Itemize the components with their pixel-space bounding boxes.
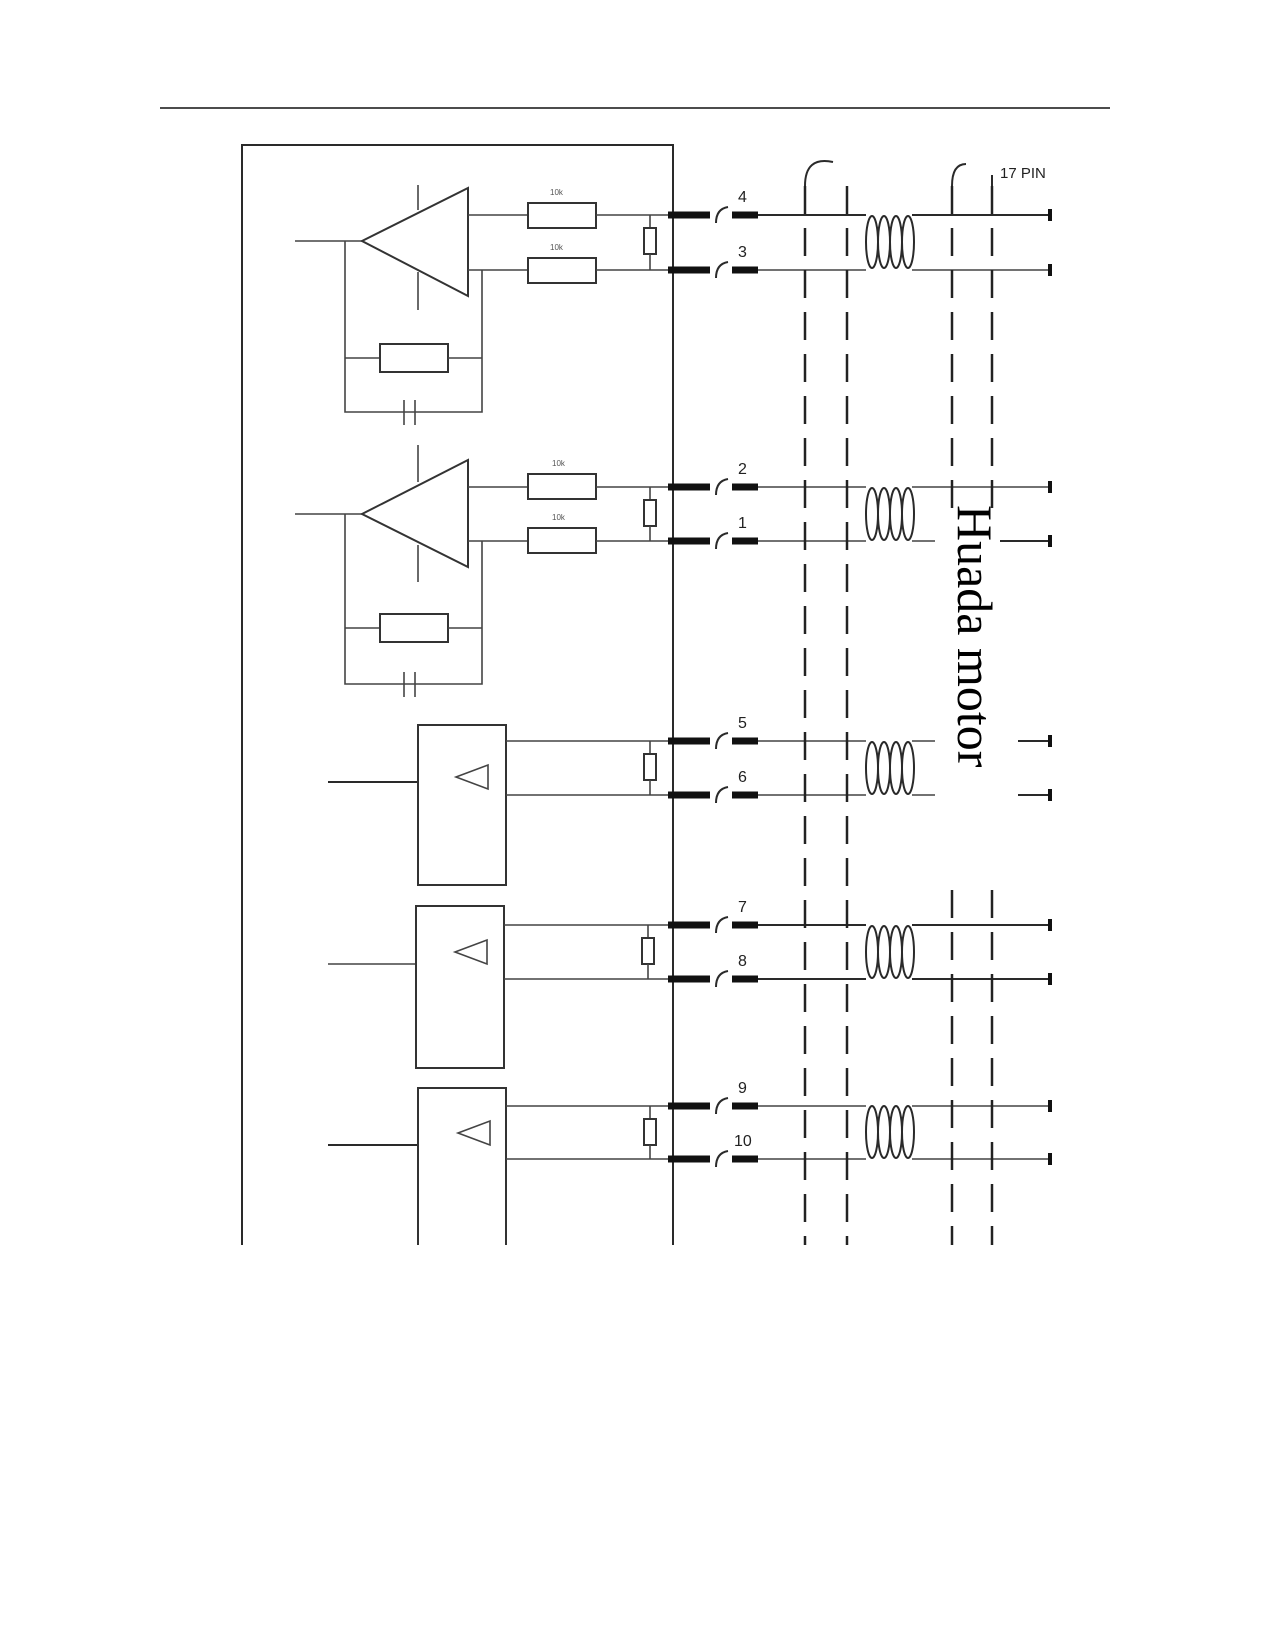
buffer-symbol xyxy=(453,763,489,791)
resistor-value-label: 10k xyxy=(550,188,564,197)
op-amp-1 xyxy=(359,186,469,298)
driver-section-1 xyxy=(328,724,673,886)
feedback-resistor xyxy=(379,343,449,373)
buffer-symbol xyxy=(455,1119,491,1147)
pin-label: 10 xyxy=(734,1133,752,1150)
amplifier-section-2: 10k 10k xyxy=(295,445,673,697)
resistor-10k-a xyxy=(527,202,597,229)
termination-resistor xyxy=(643,499,657,527)
motor-label: Huada motor xyxy=(947,505,1003,768)
feedback-resistor xyxy=(379,613,449,643)
resistor-10k-d xyxy=(527,527,597,554)
termination-resistor xyxy=(643,227,657,255)
pin-label: 4 xyxy=(738,189,747,206)
connector-label: 17 PIN xyxy=(1000,165,1046,182)
connector-pins: 4 3 2 1 5 6 7 8 9 xyxy=(668,189,758,1168)
pin-label: 5 xyxy=(738,715,747,732)
op-amp-2 xyxy=(359,458,469,569)
pin-label: 2 xyxy=(738,461,747,478)
pin-label: 9 xyxy=(738,1080,747,1097)
amplifier-section-1: 10k 10k xyxy=(295,185,673,425)
driver-box xyxy=(415,905,505,1069)
driver-section-2 xyxy=(328,905,673,1069)
pin-label: 6 xyxy=(738,769,747,786)
pin-label: 8 xyxy=(738,953,747,970)
termination-resistor xyxy=(643,1118,657,1146)
resistor-10k-c xyxy=(527,473,597,500)
pin-label: 3 xyxy=(738,244,747,261)
resistor-value-label: 10k xyxy=(552,459,566,468)
driver-box xyxy=(417,724,507,886)
resistor-value-label: 10k xyxy=(550,243,564,252)
buffer-symbol xyxy=(452,938,488,966)
resistor-value-label: 10k xyxy=(552,513,566,522)
termination-resistor xyxy=(641,937,655,965)
cable-shields xyxy=(803,160,994,1245)
pin-label: 1 xyxy=(738,515,747,532)
controller-frame xyxy=(241,144,674,1245)
termination-resistor xyxy=(643,753,657,781)
resistor-10k-b xyxy=(527,257,597,284)
cable-signal-lines xyxy=(758,209,1052,1165)
pin-label: 7 xyxy=(738,899,747,916)
twisted-pairs xyxy=(865,215,915,1159)
driver-section-3 xyxy=(328,1087,673,1245)
